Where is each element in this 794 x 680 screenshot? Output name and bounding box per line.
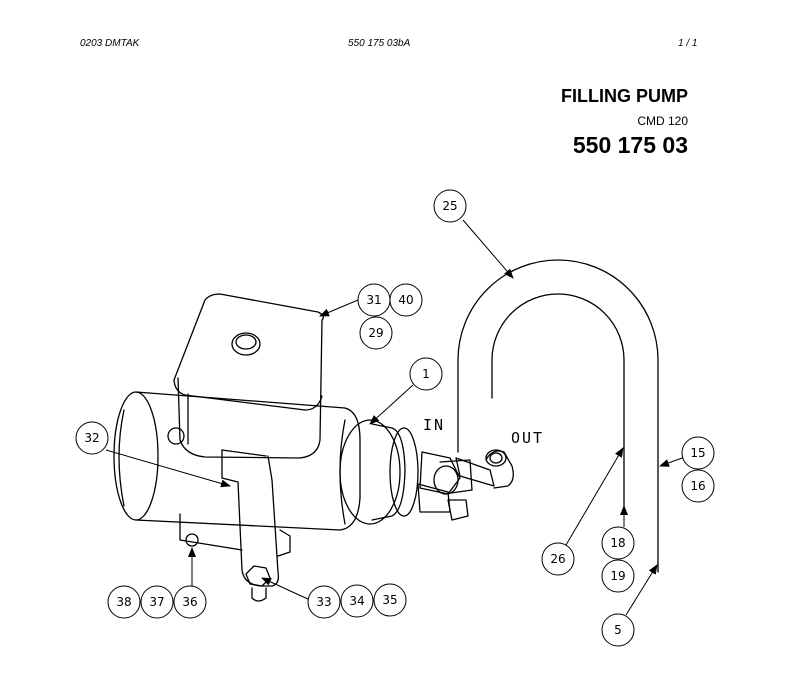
bracket-bolt: [245, 565, 271, 602]
callout-34: 34: [340, 584, 374, 618]
callout-5: 5: [601, 613, 635, 647]
svg-text:33: 33: [316, 595, 331, 609]
inlet-fitting: [417, 451, 473, 521]
title-model: CMD 120: [637, 114, 688, 128]
svg-text:18: 18: [610, 536, 625, 550]
callout-15: 15: [681, 436, 715, 470]
foot-screw: [185, 533, 199, 547]
svg-text:38: 38: [116, 595, 131, 609]
svg-text:34: 34: [349, 594, 364, 608]
leader-32: [105, 449, 231, 488]
callout-16: 16: [681, 469, 715, 503]
callout-26: 26: [541, 542, 575, 576]
leader-33: [261, 577, 311, 601]
motor-body: [113, 391, 361, 531]
callout-25: 25: [433, 189, 467, 223]
svg-text:31: 31: [366, 293, 381, 307]
leader-1: [369, 384, 414, 425]
svg-text:5: 5: [614, 623, 622, 637]
callout-35: 35: [373, 583, 407, 617]
header-drawing-number: 550 175 03bA: [348, 38, 411, 49]
leader-15: [659, 456, 686, 467]
mounting-bracket: [179, 449, 291, 587]
svg-text:16: 16: [690, 479, 705, 493]
svg-text:19: 19: [610, 569, 625, 583]
callout-31: 31: [357, 283, 391, 317]
callout-38: 38: [107, 585, 141, 619]
leader-31: [319, 299, 359, 317]
svg-text:37: 37: [149, 595, 164, 609]
svg-text:40: 40: [398, 293, 413, 307]
side-knob: [167, 427, 185, 445]
leader-26: [565, 447, 624, 546]
title-name: FILLING PUMP: [561, 86, 688, 106]
pump-head: [339, 419, 419, 525]
header-doc-code: 0203 DMTAK: [80, 38, 140, 49]
callout-29: 29: [359, 316, 393, 350]
callout-37: 37: [140, 585, 174, 619]
svg-text:32: 32: [84, 431, 99, 445]
callout-32: 32: [75, 421, 109, 455]
callout-36: 36: [173, 585, 207, 619]
title-part-number: 550 175 03: [572, 132, 688, 158]
callout-1: 1: [409, 357, 443, 391]
leader-25: [462, 219, 514, 279]
outlet-elbow: [455, 449, 514, 489]
svg-text:25: 25: [442, 199, 457, 213]
in-label: IN: [423, 416, 445, 434]
header-page-count: 1 / 1: [678, 38, 698, 49]
svg-text:26: 26: [550, 552, 565, 566]
terminal-box: [173, 293, 324, 459]
svg-text:36: 36: [182, 595, 197, 609]
svg-text:1: 1: [422, 367, 430, 381]
svg-text:15: 15: [690, 446, 705, 460]
out-label: OUT: [511, 429, 544, 447]
u-hose: [457, 259, 659, 573]
callout-19: 19: [601, 559, 635, 593]
svg-text:29: 29: [368, 326, 383, 340]
callout-18: 18: [601, 526, 635, 560]
callout-33: 33: [307, 585, 341, 619]
leader-5: [625, 564, 658, 616]
callout-40: 40: [389, 283, 423, 317]
svg-text:35: 35: [382, 593, 397, 607]
